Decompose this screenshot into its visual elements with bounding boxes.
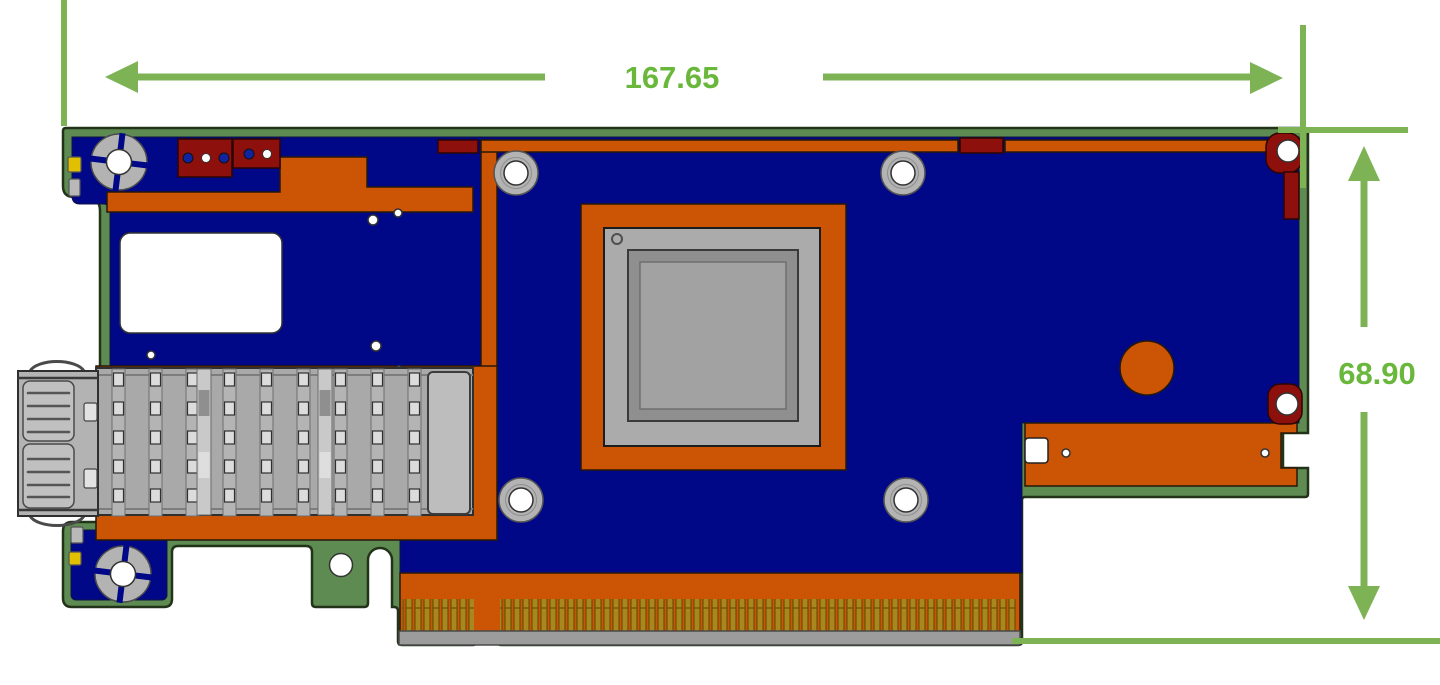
cage-latch-tab-upper: [83, 402, 98, 422]
height-arrow-down: [1348, 586, 1380, 620]
gold-fingers-short-segment: [402, 599, 474, 631]
height-arrow-up: [1348, 146, 1380, 181]
gold-fingers-long-segment: [500, 599, 1017, 631]
height-dimension-label: 68.90: [1338, 356, 1416, 391]
cage-ribs: [111, 368, 422, 517]
width-dimension-label: 167.65: [625, 60, 720, 95]
width-arrow-right: [1250, 62, 1283, 94]
bracket-pad-mid-right: [1267, 383, 1303, 425]
bottom-bar-dot-left: [1061, 448, 1071, 458]
copper-thermal-pad-circle: [1119, 340, 1175, 396]
bottom-bar-dot-right: [1260, 448, 1270, 458]
asic-chip: [603, 227, 821, 447]
power-connector-blocks: [177, 138, 281, 178]
cage-bail-bottom: [28, 515, 86, 528]
copper-top-left-band: [106, 156, 474, 213]
height-extension-line-top: [1278, 127, 1408, 133]
copper-bottom-right-bar: [1024, 422, 1298, 487]
mounting-hole-top-left: [493, 150, 539, 196]
bottom-bar-white-pad: [1024, 437, 1049, 464]
chip-lid-top: [639, 261, 787, 410]
width-arrow-left: [105, 61, 138, 93]
bracket-hole-bottom-block: [328, 552, 354, 578]
copper-top-strip-left: [480, 139, 959, 153]
red-pad-top-a: [437, 139, 479, 154]
cage-clip-separators: [196, 368, 333, 516]
cage-bail-top: [28, 359, 86, 372]
connector-chamfer-strip: [398, 630, 1021, 646]
red-pad-top-b: [959, 137, 1004, 154]
edge-tabs-left: [67, 156, 84, 566]
silkscreen-label-area: [119, 232, 283, 334]
cage-latch-tab-lower: [83, 468, 98, 489]
mounting-hole-bottom-right: [883, 477, 929, 523]
mounting-hole-bottom-left: [498, 477, 544, 523]
cage-front-bezel: [17, 370, 99, 517]
height-extension-line-bottom: [1012, 638, 1440, 644]
pin1-indicator: [611, 233, 623, 245]
cage-end-cap: [427, 371, 471, 515]
copper-top-strip-right: [1004, 139, 1269, 153]
height-dimension: 68.90: [1012, 127, 1440, 644]
width-extension-line-right: [1300, 25, 1306, 188]
width-extension-line-left: [61, 0, 67, 126]
pcie-edge-connector: [398, 572, 1021, 646]
qsfp-cage: [17, 359, 474, 528]
emi-gasket-slots: [26, 391, 71, 499]
width-dimension: 167.65: [61, 0, 1306, 188]
mounting-hole-top-right: [880, 150, 926, 196]
